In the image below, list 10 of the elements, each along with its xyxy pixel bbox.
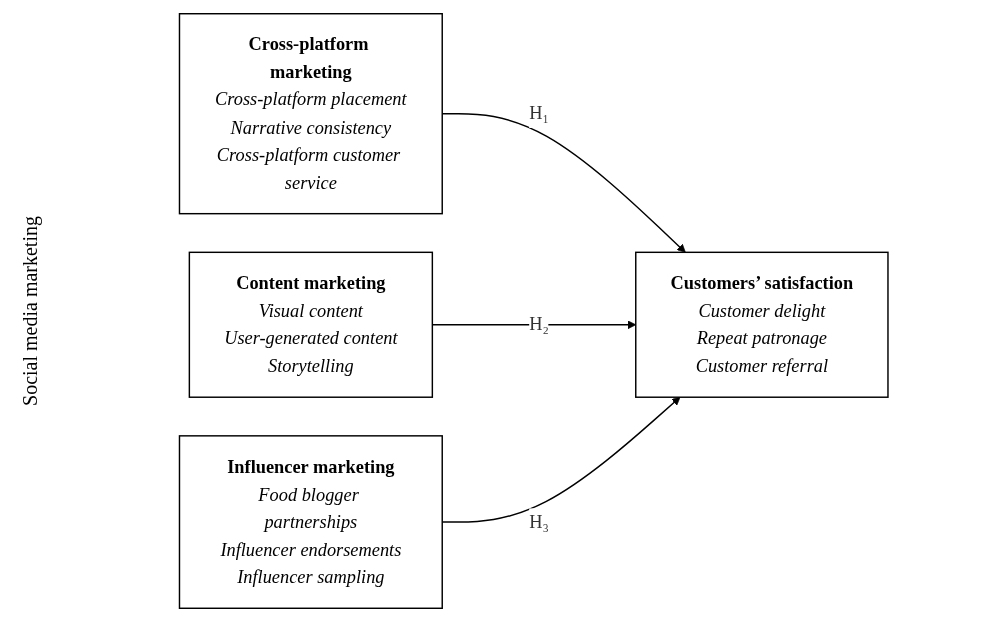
node-box: Cross-platform marketing Cross-platform placement Narrative consistency Cross-platform customer service	[178, 13, 443, 215]
arrow	[441, 396, 681, 523]
node-box: Customers’ satisfaction Customer delight Repeat patronage Customer referral	[634, 251, 889, 398]
node-box: Influencer marketing Food blogger partnerships Influencer endorsements Influencer sampling	[178, 435, 443, 609]
axis-label: Social media marketing	[18, 216, 42, 406]
edge-label: H₃	[528, 511, 549, 532]
edge-label: H₁	[528, 102, 549, 124]
arrow	[441, 112, 686, 253]
edge-label: H₂	[528, 313, 549, 335]
node-box: Content marketing Visual content User-generated content Storytelling	[188, 251, 433, 398]
